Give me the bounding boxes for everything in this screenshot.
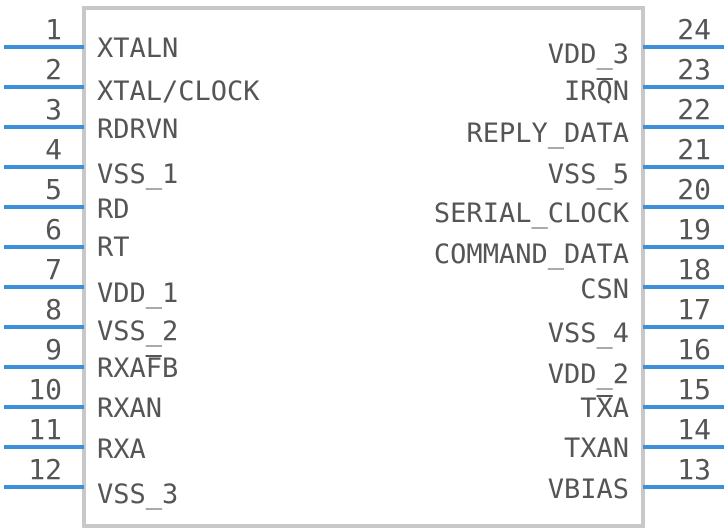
pin-label: RXA bbox=[97, 434, 146, 465]
pin-number: 1 bbox=[45, 13, 62, 46]
left-pin-group: 1XTALN2XTAL/CLOCK3RDRVN4VSS_15RD6RT7VDD_… bbox=[4, 13, 260, 510]
pin-label: XTALN bbox=[97, 33, 178, 64]
pin-label: IRQN bbox=[564, 76, 629, 107]
pin-label: XTAL/CLOCK bbox=[97, 76, 260, 107]
pin-number: 7 bbox=[45, 253, 62, 286]
pin-6: 6RT bbox=[4, 213, 130, 263]
pin-number: 24 bbox=[677, 13, 711, 46]
pin-label: RXAN bbox=[97, 393, 162, 424]
pin-label: SERIAL_CLOCK bbox=[434, 198, 630, 229]
pin-label: VDD_3 bbox=[548, 39, 629, 70]
pin-number: 5 bbox=[45, 173, 62, 206]
pin-number: 8 bbox=[45, 293, 62, 326]
pin-number: 18 bbox=[677, 253, 711, 286]
overbar-group bbox=[145, 78, 613, 397]
pin-label: RDRVN bbox=[97, 114, 178, 145]
pin-number: 10 bbox=[28, 373, 62, 406]
pin-number: 3 bbox=[45, 93, 62, 126]
pin-5: 5RD bbox=[4, 173, 130, 225]
pin-number: 16 bbox=[677, 333, 711, 366]
pin-number: 14 bbox=[677, 413, 711, 446]
pin-label: TXA bbox=[580, 393, 629, 424]
pin-label: VSS_4 bbox=[548, 318, 629, 349]
pin-number: 6 bbox=[45, 213, 62, 246]
pin-label: RD bbox=[97, 194, 130, 225]
pin-number: 11 bbox=[28, 413, 62, 446]
pin-number: 19 bbox=[677, 213, 711, 246]
pin-number: 13 bbox=[677, 453, 711, 486]
ic-body bbox=[82, 6, 645, 528]
pin-label: COMMAND_DATA bbox=[434, 239, 629, 270]
pin-label: RT bbox=[97, 232, 130, 263]
pin-number: 20 bbox=[677, 173, 711, 206]
pin-number: 9 bbox=[45, 333, 62, 366]
pin-number: 22 bbox=[677, 93, 711, 126]
pin-label: CSN bbox=[580, 274, 629, 305]
pin-label: VBIAS bbox=[548, 474, 629, 505]
pin-number: 15 bbox=[677, 373, 711, 406]
pin-label: TXAN bbox=[564, 433, 629, 464]
pin-number: 21 bbox=[677, 133, 711, 166]
pin-label: VSS_3 bbox=[97, 479, 178, 510]
pin-label: VDD_2 bbox=[548, 359, 629, 390]
pin-label: RXAFB bbox=[97, 353, 178, 384]
pin-label: REPLY_DATA bbox=[466, 118, 629, 149]
pin-number: 2 bbox=[45, 53, 62, 86]
pin-number: 12 bbox=[28, 453, 62, 486]
pin-number: 4 bbox=[45, 133, 62, 166]
pin-label: VSS_2 bbox=[97, 316, 178, 347]
pin-number: 17 bbox=[677, 293, 711, 326]
pin-label: VDD_1 bbox=[97, 278, 178, 309]
pin-label: VSS_1 bbox=[97, 159, 178, 190]
pin-number: 23 bbox=[677, 53, 711, 86]
pin-label: VSS_5 bbox=[548, 159, 629, 190]
